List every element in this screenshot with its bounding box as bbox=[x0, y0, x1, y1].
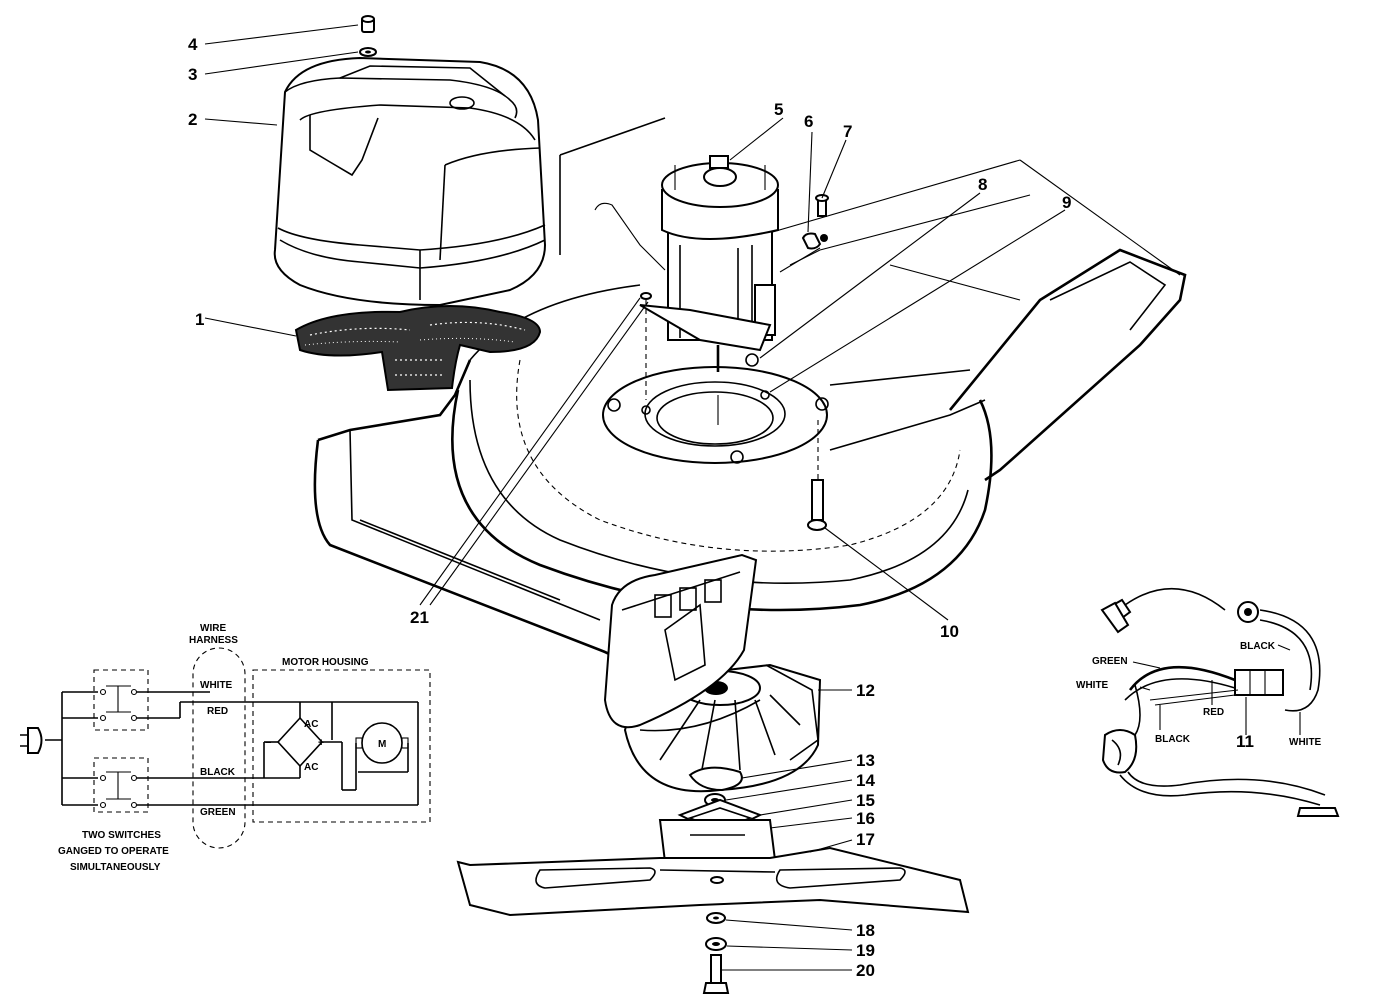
mower-blade bbox=[456, 846, 970, 917]
electric-motor bbox=[639, 155, 779, 372]
motor-housing-outline bbox=[252, 669, 431, 823]
callout-11: 11 bbox=[1236, 732, 1254, 751]
callout-7: 7 bbox=[843, 122, 852, 141]
wire-harness-detail: GREEN WHITE BLACK RED BLACK WHITE bbox=[1076, 587, 1340, 817]
wire-red-label: RED bbox=[207, 706, 228, 717]
callout-14: 14 bbox=[856, 771, 875, 790]
ac-bottom-label: AC bbox=[304, 762, 318, 773]
callout-16: 16 bbox=[856, 809, 875, 828]
motor-cover bbox=[273, 56, 547, 307]
screw-and-clip bbox=[779, 194, 829, 273]
callout-5: 5 bbox=[774, 100, 783, 119]
plug-icon bbox=[20, 727, 62, 754]
wire-white-label: WHITE bbox=[200, 680, 233, 691]
callout-3: 3 bbox=[188, 65, 197, 84]
motor-mount-plate bbox=[602, 353, 829, 464]
motor-housing-label: MOTOR HOUSING bbox=[282, 657, 369, 668]
callout-6: 6 bbox=[804, 112, 813, 131]
switch-block bbox=[1234, 669, 1284, 696]
wire-harness-label-1: WIRE bbox=[200, 623, 226, 634]
plus-label: + bbox=[318, 737, 324, 749]
callout-2: 2 bbox=[188, 110, 197, 129]
knob-and-washer bbox=[359, 15, 377, 57]
harness-black-top-label: BLACK bbox=[1240, 641, 1276, 652]
callout-9: 9 bbox=[1062, 193, 1071, 212]
callout-12: 12 bbox=[856, 681, 875, 700]
leader-lines bbox=[204, 24, 1066, 971]
callout-10: 10 bbox=[940, 622, 959, 641]
wire-harness-label-2: HARNESS bbox=[189, 635, 238, 646]
callout-4: 4 bbox=[188, 35, 198, 54]
callout-15: 15 bbox=[856, 791, 875, 810]
harness-black-bottom-label: BLACK bbox=[1155, 734, 1191, 745]
minus-label: − bbox=[265, 737, 271, 749]
callout-13: 13 bbox=[856, 751, 875, 770]
front-skirt bbox=[603, 553, 758, 729]
motor-label: M bbox=[378, 739, 386, 750]
callout-17: 17 bbox=[856, 830, 875, 849]
wiring-schematic: WIRE HARNESS WHITE RED BLACK GREEN MOTOR… bbox=[20, 623, 431, 873]
callout-19: 19 bbox=[856, 941, 875, 960]
wire-harness-outline bbox=[192, 647, 246, 849]
air-filter bbox=[294, 305, 542, 392]
callout-8: 8 bbox=[978, 175, 987, 194]
wire-black-label: BLACK bbox=[200, 767, 236, 778]
switch-note-2: GANGED TO OPERATE bbox=[58, 846, 169, 857]
harness-green-label: GREEN bbox=[1092, 656, 1128, 667]
callout-18: 18 bbox=[856, 921, 875, 940]
callout-numbers: 1 2 3 4 5 6 7 8 9 10 11 12 13 14 15 16 1… bbox=[188, 35, 1254, 980]
wire-green-label: GREEN bbox=[200, 807, 236, 818]
ac-top-label: AC bbox=[304, 719, 318, 730]
switch-box-top bbox=[93, 669, 149, 731]
connector-plug bbox=[1296, 807, 1340, 817]
harness-red-label: RED bbox=[1203, 707, 1224, 718]
callout-21: 21 bbox=[410, 608, 429, 627]
harness-white-left-label: WHITE bbox=[1076, 680, 1109, 691]
harness-white-right-label: WHITE bbox=[1289, 737, 1322, 748]
switch-note-3: SIMULTANEOUSLY bbox=[70, 862, 161, 873]
switch-note-1: TWO SWITCHES bbox=[82, 830, 161, 841]
callout-20: 20 bbox=[856, 961, 875, 980]
callout-1: 1 bbox=[195, 310, 204, 329]
blade-adapter-stack bbox=[658, 766, 777, 864]
blade-bolt-stack bbox=[702, 912, 730, 994]
mount-bolt bbox=[640, 292, 827, 531]
switch-box-bottom bbox=[93, 757, 149, 813]
